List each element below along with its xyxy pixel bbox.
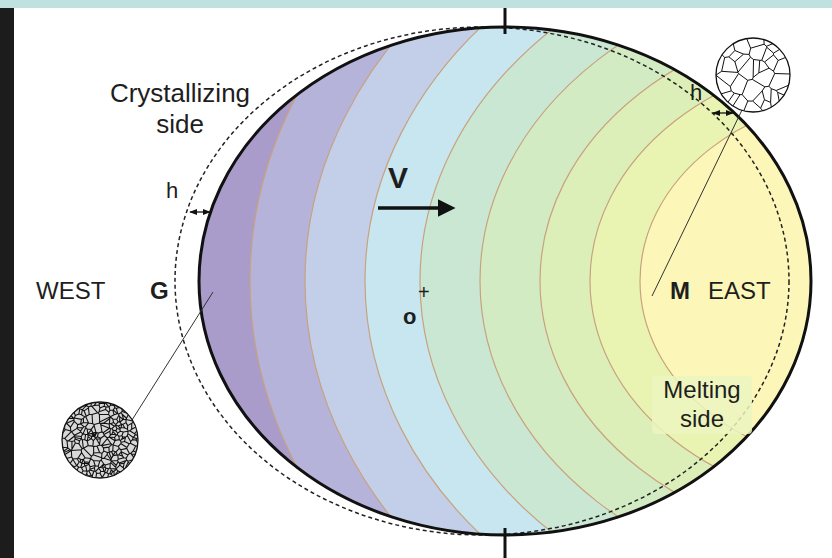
thickness-tick	[713, 112, 733, 113]
velocity-label: V	[388, 160, 408, 196]
left-strip	[0, 8, 14, 558]
side-label: Crystallizing side	[95, 78, 265, 140]
point-label: G	[150, 277, 169, 306]
direction-label: EAST	[708, 277, 771, 306]
side-label: Melting side	[652, 376, 752, 434]
leader-line	[652, 110, 742, 296]
velocity-arrow	[378, 206, 452, 210]
thickness-label: h	[690, 80, 702, 106]
thickness-label: h	[166, 178, 178, 204]
top-band	[0, 0, 832, 8]
center-label: o	[403, 304, 416, 330]
axis-tick	[504, 8, 507, 34]
fine-grain-inset	[60, 400, 140, 480]
leader-line	[132, 292, 213, 420]
direction-label: WEST	[36, 277, 105, 306]
core-bands	[199, 0, 832, 558]
point-label: M	[670, 277, 690, 306]
axis-tick	[504, 528, 507, 558]
core-outline	[199, 27, 811, 535]
thickness-tick	[190, 211, 210, 212]
center-mark: +	[418, 280, 430, 304]
dashed-outline	[175, 27, 789, 535]
coarse-grain-inset	[714, 36, 792, 114]
